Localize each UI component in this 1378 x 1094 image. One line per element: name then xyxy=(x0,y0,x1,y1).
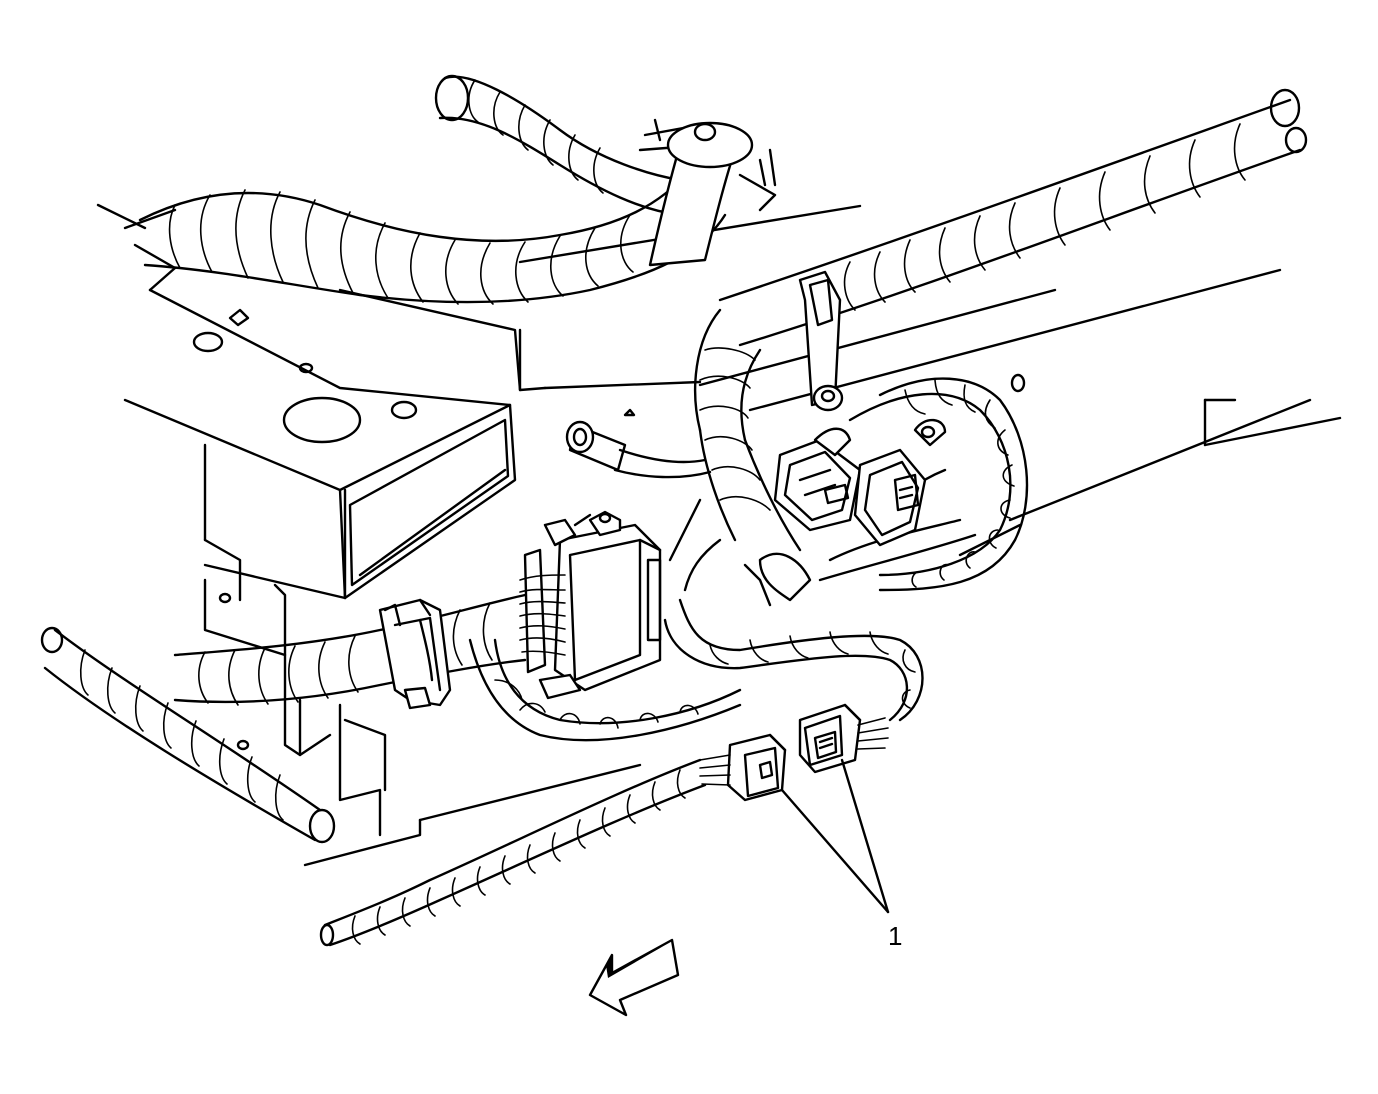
inline-connector-pair xyxy=(319,703,889,947)
frame-structure xyxy=(96,203,1342,867)
direction-arrow-icon xyxy=(588,938,680,1017)
connector-module xyxy=(519,510,662,700)
engine-connectors xyxy=(743,418,947,607)
callout-leader-left xyxy=(780,788,890,914)
callout-1: 1 xyxy=(780,758,902,951)
callout-label: 1 xyxy=(888,921,902,951)
long-diagonal-harness xyxy=(718,88,1308,412)
left-harness xyxy=(40,593,924,844)
upper-harness xyxy=(138,74,777,305)
hose-stub xyxy=(565,420,712,479)
callout-leader-right xyxy=(840,758,890,914)
